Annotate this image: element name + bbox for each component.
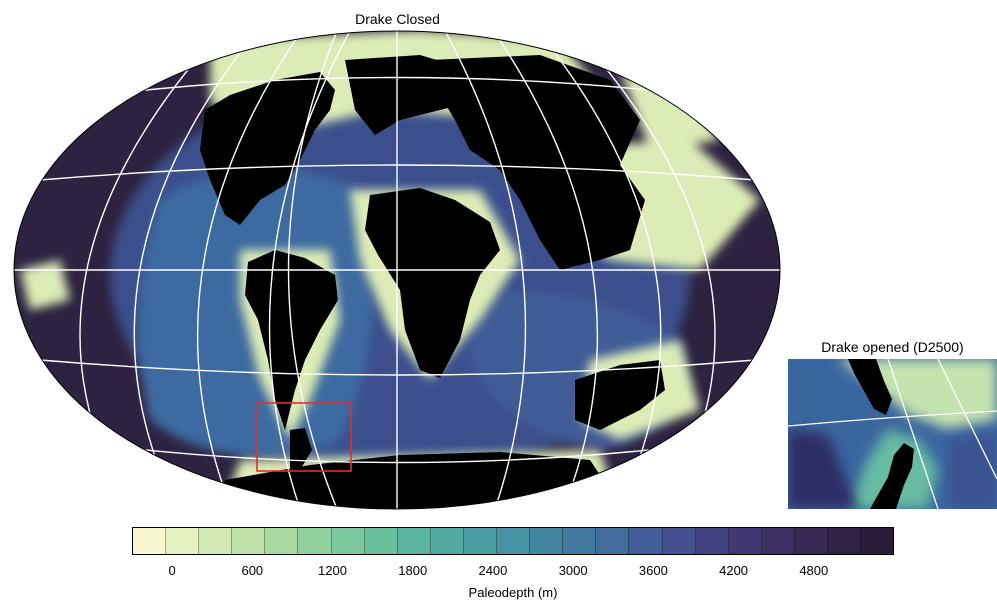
colorbar-cell <box>497 528 531 554</box>
colorbar-cell <box>728 528 762 554</box>
colorbar-tick-label: 1200 <box>318 563 347 578</box>
colorbar-cell <box>265 528 299 554</box>
inset-graticule <box>788 359 997 509</box>
antarctic-peninsula <box>290 428 312 470</box>
colorbar-tick-label: 1800 <box>398 563 428 578</box>
colorbar-cell <box>298 528 332 554</box>
south-america <box>245 250 338 430</box>
colorbar-cell <box>199 528 233 554</box>
world-map <box>13 30 781 510</box>
paleodepth-colorbar <box>132 527 894 555</box>
colorbar-cell <box>133 528 167 554</box>
north-america <box>200 72 335 225</box>
land-masses <box>200 55 665 509</box>
colorbar-cell <box>397 528 431 554</box>
colorbar-cell <box>761 528 795 554</box>
antarctic-peninsula <box>870 443 914 509</box>
colorbar-ticks: 0 600 1200 1800 2400 3000 3600 4200 4800 <box>132 563 894 581</box>
colorbar-tick-label: 0 <box>168 563 176 578</box>
colorbar-tick-label: 4200 <box>719 563 749 578</box>
colorbar-cell <box>563 528 597 554</box>
globe-outline <box>13 30 781 510</box>
colorbar-label: Paleodepth (m) <box>468 585 558 600</box>
colorbar-cell <box>166 528 200 554</box>
asia <box>430 55 645 270</box>
colorbar-cell <box>596 528 630 554</box>
drake-passage-inset-map <box>788 359 997 509</box>
colorbar-tick-label: 600 <box>241 563 264 578</box>
colorbar-tick-label: 2400 <box>478 563 508 578</box>
colorbar-cell <box>827 528 862 554</box>
colorbar-cell <box>463 528 498 554</box>
colorbar-cell <box>232 528 266 554</box>
colorbar-tick-label: 3600 <box>638 563 668 578</box>
inset-map-title: Drake opened (D2500) <box>821 339 964 355</box>
colorbar-cell <box>430 528 464 554</box>
colorbar-cell <box>331 528 365 554</box>
colorbar-cell <box>861 528 894 554</box>
india-australia <box>575 360 665 430</box>
colorbar-cell <box>695 528 729 554</box>
colorbar-tick-label: 3000 <box>558 563 588 578</box>
colorbar-cell <box>794 528 828 554</box>
colorbar-cell <box>662 528 696 554</box>
main-map-title: Drake Closed <box>355 11 440 27</box>
colorbar-cell <box>364 528 398 554</box>
colorbar-cell <box>629 528 663 554</box>
colorbar-tick-label: 4800 <box>799 563 829 578</box>
colorbar-cell <box>530 528 564 554</box>
graticule <box>14 31 780 509</box>
drake-passage-highlight-box <box>256 402 352 472</box>
africa <box>365 188 500 378</box>
south-america-tip <box>848 359 892 415</box>
